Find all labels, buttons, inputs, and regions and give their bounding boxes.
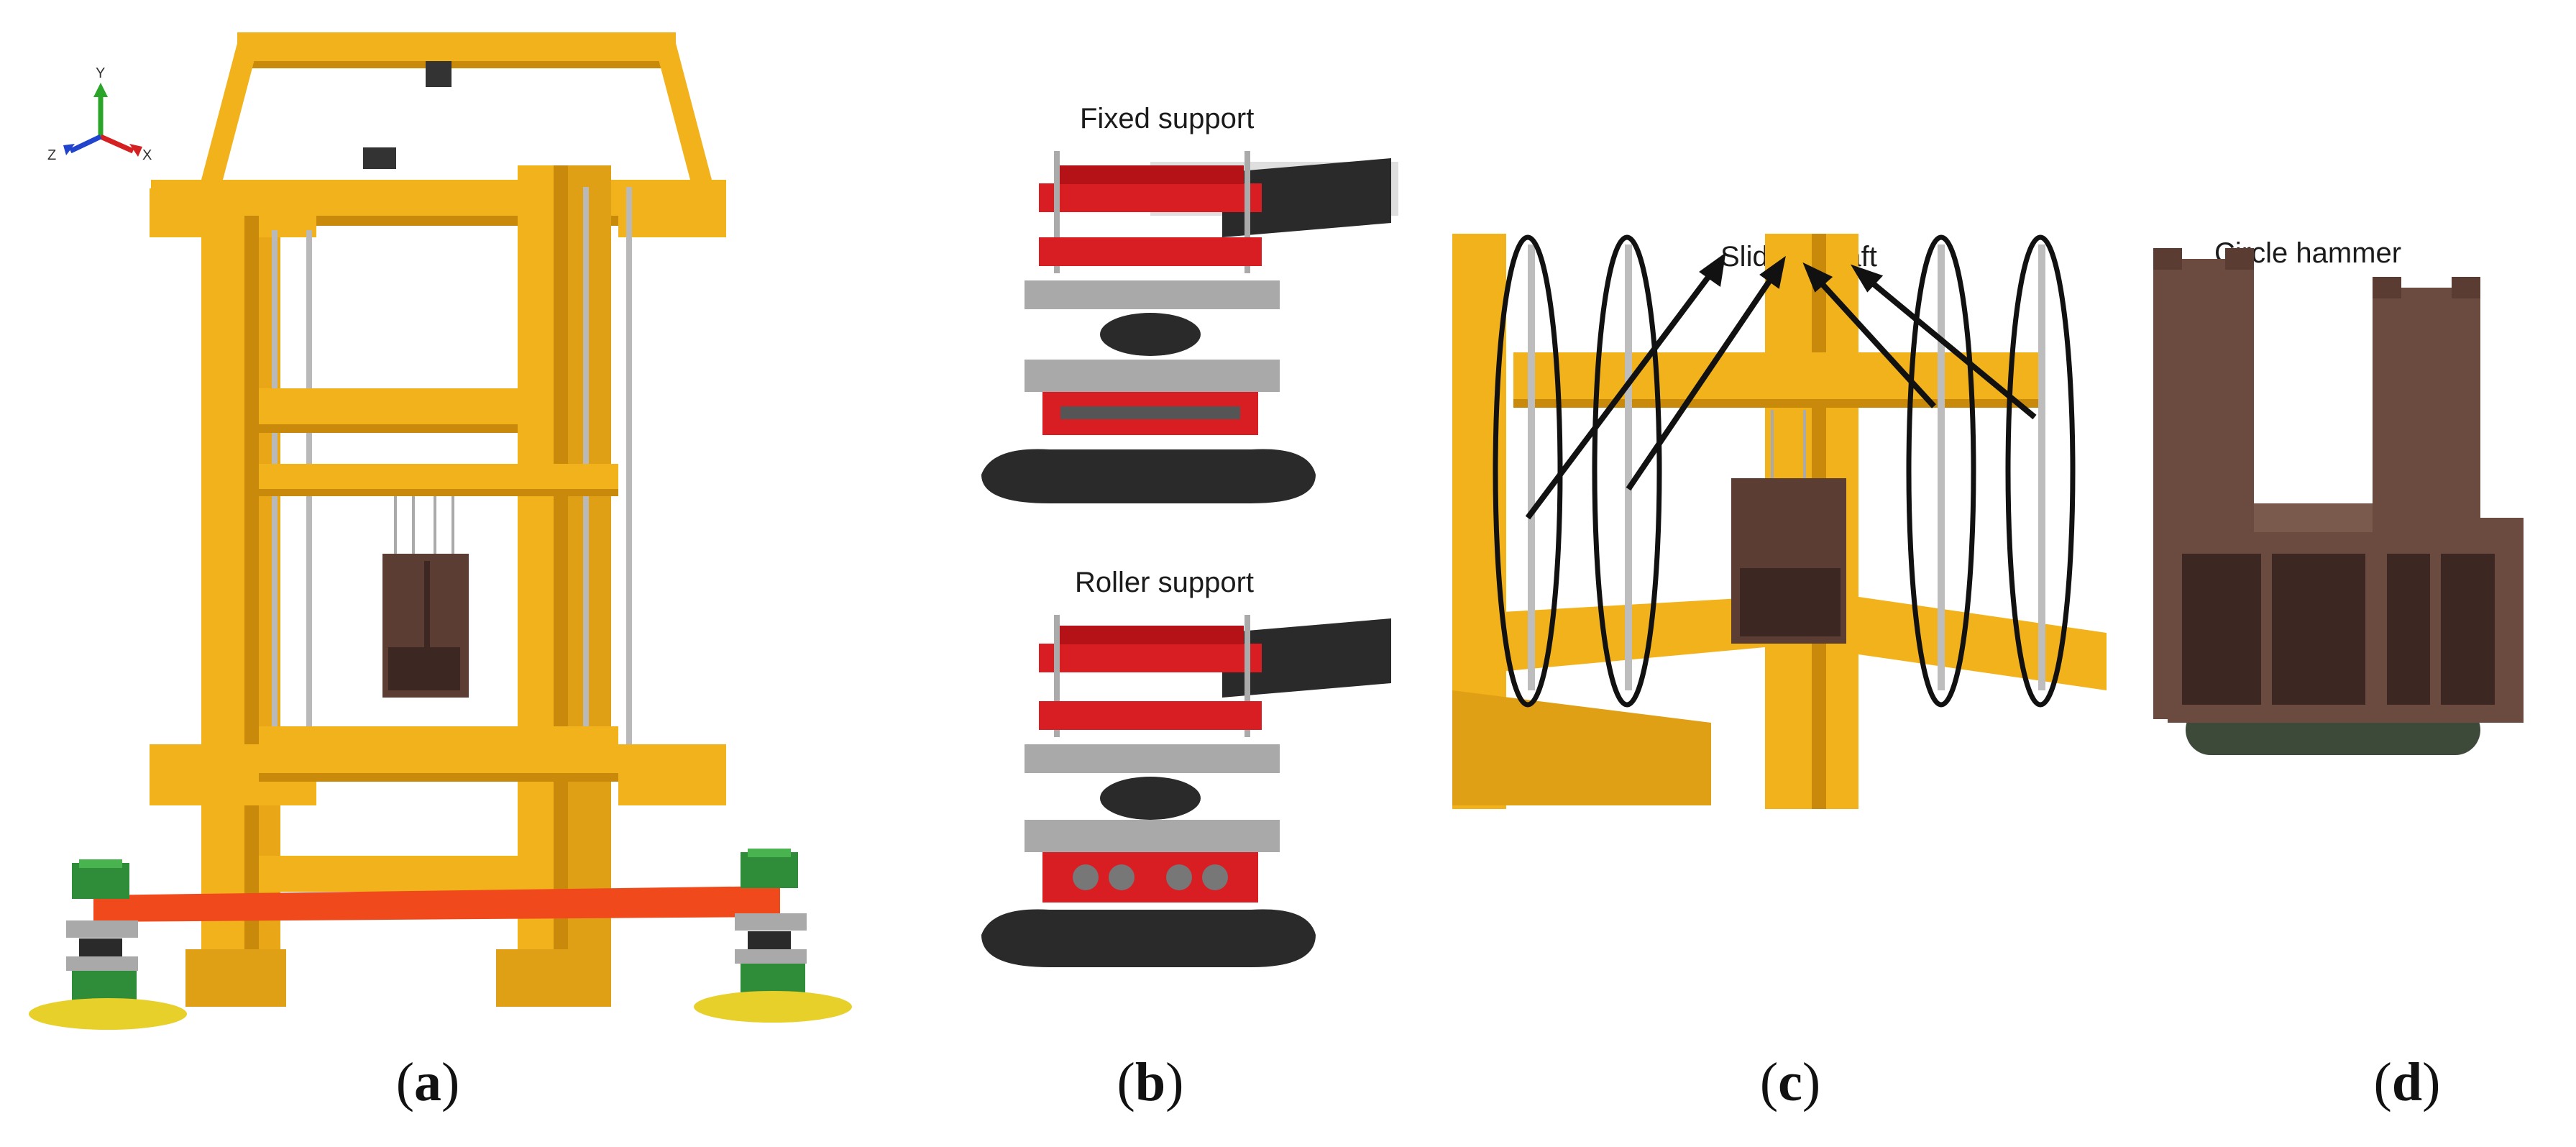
left-support [29, 859, 187, 1030]
test-beam [93, 886, 780, 922]
label-roller-support: Roller support [1075, 567, 1254, 598]
caption-d: (d) [2373, 1052, 2441, 1112]
roller-support-icon [981, 615, 1391, 967]
axis-label-x: X [142, 147, 152, 163]
axis-triad-icon: Y X Z [47, 65, 152, 163]
column-feet [185, 949, 597, 1007]
sliding-rod-lines [1528, 245, 2045, 690]
drop-hammer [382, 496, 469, 698]
caption-a: (a) [395, 1052, 460, 1112]
label-fixed-support: Fixed support [1080, 103, 1254, 134]
middle-beams [259, 388, 618, 496]
circle-hammer-icon [2153, 248, 2524, 755]
panel-b-supports: Fixed support Roller support [981, 103, 1398, 967]
hammer-detail-c [1731, 410, 1846, 644]
pointer-arrows [1525, 252, 2037, 520]
caption-c: (c) [1759, 1052, 1821, 1112]
lower-cross-beam [150, 726, 726, 892]
panel-d-circle-hammer: Circle hammer [2153, 237, 2524, 755]
frame-columns [201, 165, 611, 1007]
axis-label-z: Z [47, 147, 56, 163]
fixed-support-icon [981, 151, 1398, 503]
top-a-frame [201, 32, 712, 180]
caption-b: (b) [1117, 1052, 1184, 1112]
panel-c-sliding-shaft: Sliding shaft [1452, 234, 2107, 809]
right-support [694, 849, 852, 1023]
panel-a-test-frame: Y X Z [29, 32, 852, 1030]
axis-label-y: Y [96, 65, 105, 81]
